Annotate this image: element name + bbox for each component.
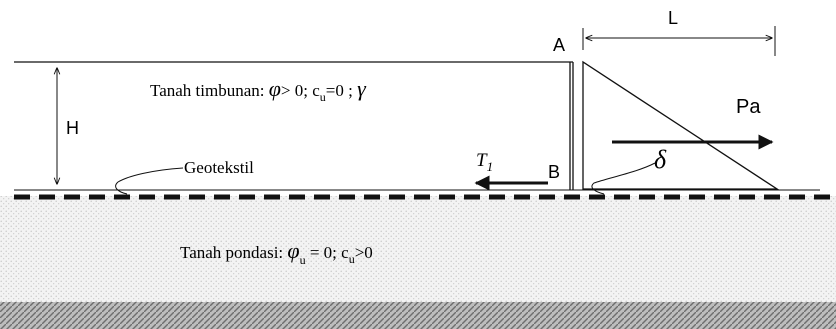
length-label: L [668, 8, 678, 28]
foundation-soil-zone [0, 196, 836, 302]
active-force-label: Pa [736, 96, 761, 118]
foundation-soil-label: Tanah pondasi: φu = 0; cu>0 [180, 238, 373, 267]
earth-pressure-triangle [582, 60, 780, 190]
tension-label: T1 [476, 150, 493, 174]
point-a-label: A [553, 35, 565, 55]
delta-leader [591, 162, 656, 195]
point-b-label: B [548, 162, 560, 182]
geotextile-leader [115, 167, 184, 195]
delta-label: δ [654, 145, 667, 174]
geotextile-label: Geotekstil [184, 158, 254, 177]
height-label: H [66, 118, 79, 138]
base-stratum [0, 302, 836, 329]
fill-soil-label: Tanah timbunan: φ> 0; cu=0 ; γ [150, 76, 367, 104]
